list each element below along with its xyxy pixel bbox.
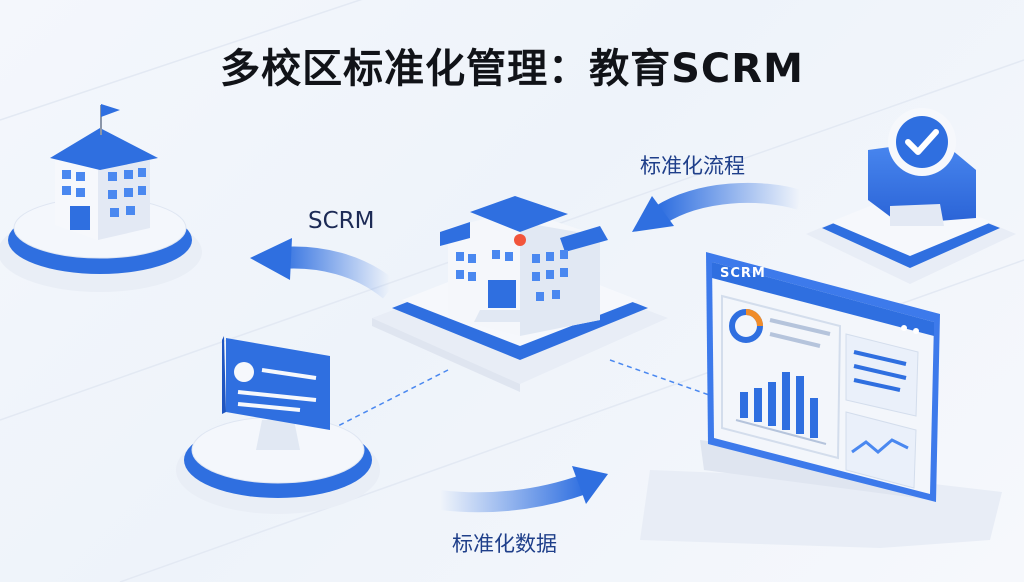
dashed-connectors bbox=[329, 359, 713, 431]
left-campus-icon bbox=[0, 104, 202, 292]
data-arrow bbox=[438, 466, 608, 513]
scrm-arrow-label: SCRM bbox=[308, 208, 375, 234]
scrm-dashboard-icon bbox=[640, 252, 1002, 548]
page-title: 多校区标准化管理：教育SCRM bbox=[220, 46, 804, 92]
verification-station-icon bbox=[806, 108, 1016, 284]
scrm-arrow bbox=[250, 238, 398, 299]
flow-arrow bbox=[632, 182, 803, 232]
dashboard-tag: SCRM bbox=[720, 266, 766, 281]
record-monitor-icon bbox=[176, 336, 380, 514]
flow-arrow-label: 标准化流程 bbox=[640, 154, 745, 178]
data-arrow-label: 标准化数据 bbox=[452, 532, 557, 556]
main-campus-icon bbox=[372, 196, 668, 392]
